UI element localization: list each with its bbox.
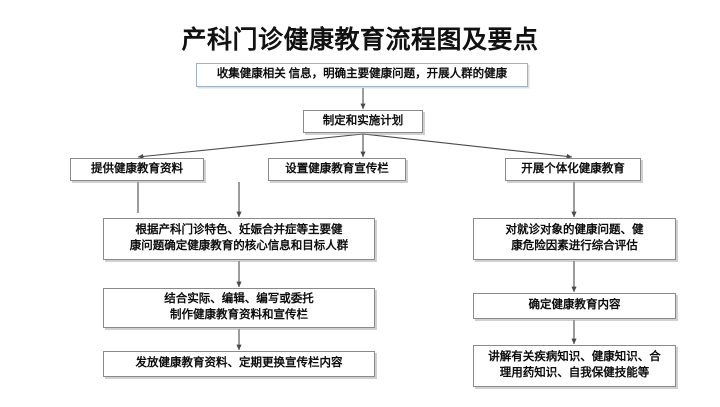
- node-left-1-label: 根据产科门诊特色、妊娠合并症等主要健康问题确定健康教育的核心信息和目标人群: [129, 224, 349, 252]
- page-title: 产科门诊健康教育流程图及要点: [181, 26, 539, 54]
- node-branch-board-label: 设置健康教育宣传栏: [285, 162, 389, 175]
- node-left-2-label: 结合实际、编辑、编写或委托制作健康教育资料和宣传栏: [164, 293, 314, 321]
- node-right-1-label: 对就诊对象的健康问题、健康危险因素进行综合评估: [505, 224, 644, 252]
- node-start-label: 收集健康相关 信息，明确主要健康问题，开展人群的健康: [216, 68, 508, 81]
- node-right-1[interactable]: 对就诊对象的健康问题、健康危险因素进行综合评估: [473, 218, 676, 260]
- node-branch-individual[interactable]: 开展个体化健康教育: [505, 158, 641, 181]
- edge-plan-to-individual: [362, 133, 573, 159]
- node-left-2[interactable]: 结合实际、编辑、编写或委托制作健康教育资料和宣传栏: [103, 288, 375, 328]
- node-left-3-label: 发放健康教育资料、定期更换宣传栏内容: [135, 357, 343, 370]
- edge-plan-to-materials: [137, 133, 364, 160]
- node-left-3[interactable]: 发放健康教育资料、定期更换宣传栏内容: [103, 351, 375, 377]
- node-right-2[interactable]: 确定健康教育内容: [473, 293, 676, 319]
- node-branch-materials[interactable]: 提供健康教育资料: [70, 158, 204, 181]
- node-plan[interactable]: 制定和实施计划: [303, 110, 423, 133]
- node-branch-board[interactable]: 设置健康教育宣传栏: [268, 158, 406, 181]
- node-branch-materials-label: 提供健康教育资料: [91, 162, 183, 175]
- node-left-1[interactable]: 根据产科门诊特色、妊娠合并症等主要健康问题确定健康教育的核心信息和目标人群: [103, 218, 375, 260]
- node-start[interactable]: 收集健康相关 信息，明确主要健康问题，开展人群的健康: [196, 63, 528, 87]
- node-right-2-label: 确定健康教育内容: [528, 299, 621, 312]
- node-right-3[interactable]: 讲解有关疾病知识、健康知识、合理用药知识、自我保健技能等: [473, 345, 676, 387]
- node-branch-individual-label: 开展个体化健康教育: [521, 162, 625, 175]
- node-plan-label: 制定和实施计划: [322, 114, 404, 127]
- node-right-3-label: 讲解有关疾病知识、健康知识、合理用药知识、自我保健技能等: [488, 351, 661, 379]
